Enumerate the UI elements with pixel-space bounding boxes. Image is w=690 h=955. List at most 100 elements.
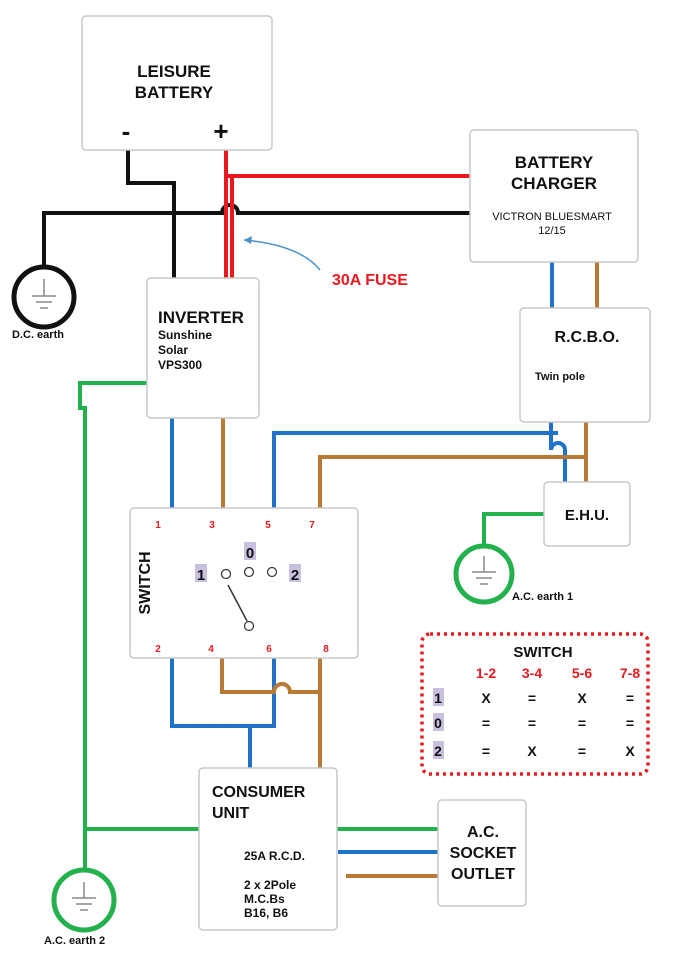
- ac-earth-1-symbol: A.C. earth 1: [453, 543, 573, 605]
- ac-socket-outlet: A.C. SOCKET OUTLET: [437, 799, 527, 907]
- table-col-3-4: 3-4: [522, 665, 542, 681]
- dc-earth-symbol: D.C. earth: [11, 264, 77, 341]
- charger-label-2: CHARGER: [511, 174, 597, 193]
- ac-earth-2-symbol: A.C. earth 2: [44, 867, 117, 947]
- table-cell: X: [577, 690, 587, 706]
- cu-mcb-2: M.C.Bs: [244, 892, 285, 906]
- dc-earth-wire: [42, 203, 470, 268]
- table-cell: =: [482, 715, 490, 731]
- charger-label-1: BATTERY: [515, 153, 594, 172]
- battery-charger: BATTERY CHARGER VICTRON BLUESMART 12/15: [469, 129, 639, 263]
- table-cell: X: [527, 743, 537, 759]
- pin-4: 4: [208, 644, 214, 655]
- pin-1: 1: [155, 520, 161, 531]
- consumer-unit: CONSUMER UNIT 25A R.C.D. 2 x 2Pole M.C.B…: [198, 767, 338, 931]
- consumer-unit-box: [198, 767, 338, 931]
- table-cell: =: [578, 715, 586, 731]
- inverter: INVERTER Sunshine Solar VPS300: [146, 277, 260, 419]
- ehu-box: [543, 481, 631, 547]
- ac-earth-1-circle: [453, 543, 515, 605]
- battery-label-1: LEISURE: [137, 62, 211, 81]
- switch6-cu-neutral: [250, 648, 276, 728]
- cu-title-2: UNIT: [212, 805, 250, 822]
- switch-table-border: [420, 632, 650, 776]
- pin-6: 6: [266, 644, 272, 655]
- pin-8: 8: [323, 644, 329, 655]
- table-row-0-pos: 0: [434, 715, 442, 731]
- switch-table-title: SWITCH: [513, 644, 572, 661]
- fuse-pointer-head: [244, 236, 252, 244]
- table-col-5-6: 5-6: [572, 665, 592, 681]
- switch2-cu-neutral: [170, 648, 252, 770]
- dc-earth-circle: [11, 264, 77, 330]
- switch-box: [129, 507, 359, 659]
- inverter-model: VPS300: [158, 358, 202, 372]
- switch-pos-0-bg: [244, 542, 256, 560]
- pin-5: 5: [265, 520, 271, 531]
- switch-pos-2-bg: [289, 564, 301, 582]
- ehu-earth-wire: [482, 512, 544, 548]
- cu-mcb-1: 2 x 2Pole: [244, 878, 296, 892]
- ac-earth-1-label: A.C. earth 1: [512, 591, 573, 603]
- table-row-2-pos: 2: [434, 743, 442, 759]
- table-cell: X: [481, 690, 491, 706]
- ehu-title: E.H.U.: [565, 507, 609, 524]
- table-cell: X: [625, 743, 635, 759]
- table-row-1-pos: 1: [434, 690, 442, 706]
- switch4-cu-live: [220, 648, 320, 694]
- ehu: E.H.U.: [543, 481, 631, 547]
- table-row-0-bg: [433, 713, 444, 731]
- ac-earth-2-wire: [78, 381, 147, 870]
- switch-title: SWITCH: [137, 551, 154, 614]
- dc-earth-label: D.C. earth: [12, 329, 64, 341]
- charger-model-rating: 12/15: [538, 225, 566, 237]
- battery-negative-wire: [126, 150, 176, 280]
- negative-terminal: -: [122, 116, 131, 146]
- switch-contact-2: [266, 566, 278, 578]
- fuse-pointer: [243, 239, 321, 271]
- socket-label-2: SOCKET: [450, 845, 517, 862]
- switch-pos-0: 0: [246, 545, 254, 562]
- cu-rcd: 25A R.C.D.: [244, 849, 305, 863]
- switch-pos-1-bg: [195, 564, 207, 582]
- inverter-brand-2: Solar: [158, 343, 188, 357]
- cu-title-1: CONSUMER: [212, 784, 306, 801]
- table-row-1-bg: [433, 688, 444, 706]
- ehu-switch7-live: [318, 455, 586, 520]
- positive-terminal: +: [213, 116, 228, 146]
- leisure-battery: LEISURE BATTERY - +: [81, 15, 273, 151]
- table-cell: =: [528, 715, 536, 731]
- switch-contact-0: [243, 566, 255, 578]
- table-cell: =: [626, 690, 634, 706]
- switch-lever: [227, 584, 248, 622]
- ac-earth-2-icon: [72, 882, 96, 911]
- switch-pivot: [243, 620, 255, 632]
- rcbo-ehu-neutral: [549, 422, 567, 482]
- battery-label-2: BATTERY: [135, 83, 214, 102]
- switch-contact-1: [220, 568, 232, 580]
- rcbo: R.C.B.O. Twin pole: [519, 307, 651, 423]
- switch-pos-1: 1: [197, 567, 205, 584]
- rcbo-box: [519, 307, 651, 423]
- ac-earth-1-icon: [472, 556, 496, 585]
- rcbo-subtitle: Twin pole: [535, 371, 585, 383]
- ac-earth-2-circle: [51, 867, 117, 933]
- charger-model: VICTRON BLUESMART: [492, 211, 612, 223]
- pin-3: 3: [209, 520, 215, 531]
- wires: [42, 150, 599, 878]
- table-cell: =: [626, 715, 634, 731]
- cu-mcb-3: B16, B6: [244, 906, 288, 920]
- table-cell: =: [578, 743, 586, 759]
- ehu-switch5-neutral: [272, 431, 558, 520]
- table-cell: =: [528, 690, 536, 706]
- fuse-label: 30A FUSE: [332, 272, 408, 289]
- battery-box: [81, 15, 273, 151]
- switch-table: SWITCH 1-2 3-4 5-6 7-8 1 X = X = 0 = = =…: [420, 632, 650, 776]
- socket-label-1: A.C.: [467, 824, 499, 841]
- inverter-positive-wire: [226, 174, 234, 280]
- charger-box: [469, 129, 639, 263]
- inverter-brand-1: Sunshine: [158, 328, 212, 342]
- table-col-1-2: 1-2: [476, 665, 496, 681]
- socket-box: [437, 799, 527, 907]
